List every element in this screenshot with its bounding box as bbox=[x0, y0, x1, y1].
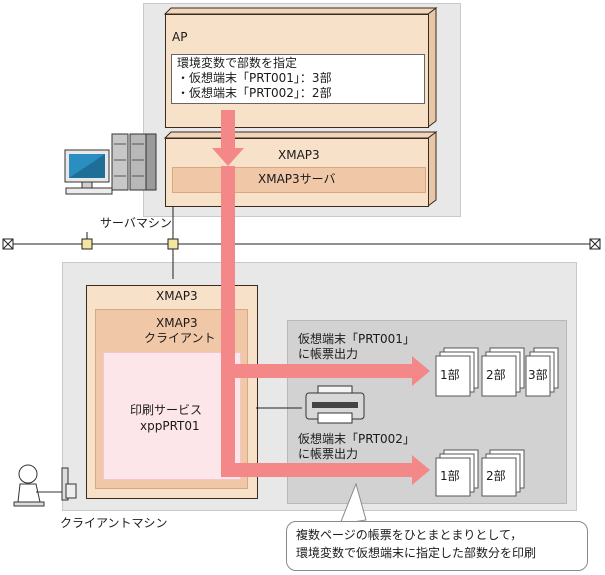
note-line2: 環境変数で仮想端末に指定した部数分を印刷 bbox=[296, 546, 537, 560]
xmap3-client-line2: クライアント bbox=[144, 331, 216, 345]
env-var-box bbox=[171, 54, 425, 104]
printer-icon bbox=[305, 385, 365, 424]
note-callout bbox=[286, 521, 588, 571]
server-machine-label: サーバマシン bbox=[100, 216, 172, 230]
prt002-output-line2: に帳票出力 bbox=[298, 447, 359, 461]
prt002-doc-stacks bbox=[435, 449, 525, 497]
prt002-copy-1: 1部 bbox=[440, 469, 460, 483]
print-service-name: xppPRT01 bbox=[140, 419, 200, 433]
xmap3-server-title: XMAP3 bbox=[278, 148, 320, 162]
client-machine-label: クライアントマシン bbox=[60, 516, 168, 530]
ap-network-node bbox=[167, 238, 179, 250]
xmap3-server-label: XMAP3サーバ bbox=[258, 172, 336, 186]
prt001-copy-1: 1部 bbox=[440, 368, 460, 382]
prt002-output-line1: 仮想端末「PRT002」 bbox=[298, 432, 415, 446]
client-user-icon bbox=[13, 464, 77, 507]
prt001-output-line2: に帳票出力 bbox=[298, 347, 359, 361]
prt001-output-line1: 仮想端末「PRT001」 bbox=[298, 332, 415, 346]
server-network-node bbox=[81, 238, 93, 250]
print-service-label: 印刷サービス bbox=[130, 403, 203, 417]
xmap3-client-line1: XMAP3 bbox=[156, 316, 198, 330]
print-service-box bbox=[103, 352, 241, 480]
prt002-copy-2: 2部 bbox=[486, 469, 506, 483]
note-callout-pointer bbox=[339, 482, 367, 525]
env-heading: 環境変数で部数を指定 bbox=[177, 56, 298, 70]
network-terminator-left bbox=[2, 238, 14, 250]
prt001-copy-2: 2部 bbox=[486, 368, 506, 382]
prt001-copy-3: 3部 bbox=[528, 368, 548, 382]
note-line1: 複数ページの帳票をひとまとまりとして， bbox=[296, 528, 523, 542]
xmap3-client-title: XMAP3 bbox=[156, 289, 198, 303]
network-terminator-right bbox=[589, 238, 601, 250]
xmap3-server-inner bbox=[172, 167, 426, 193]
print-flow-arrow bbox=[212, 110, 430, 485]
env-line-prt002: ・仮想端末「PRT002」：2部 bbox=[177, 86, 332, 100]
ap-title: AP bbox=[172, 30, 188, 44]
prt001-doc-stacks bbox=[435, 347, 559, 397]
env-line-prt001: ・仮想端末「PRT001」：3部 bbox=[177, 71, 332, 85]
server-machine-icon bbox=[64, 133, 157, 195]
